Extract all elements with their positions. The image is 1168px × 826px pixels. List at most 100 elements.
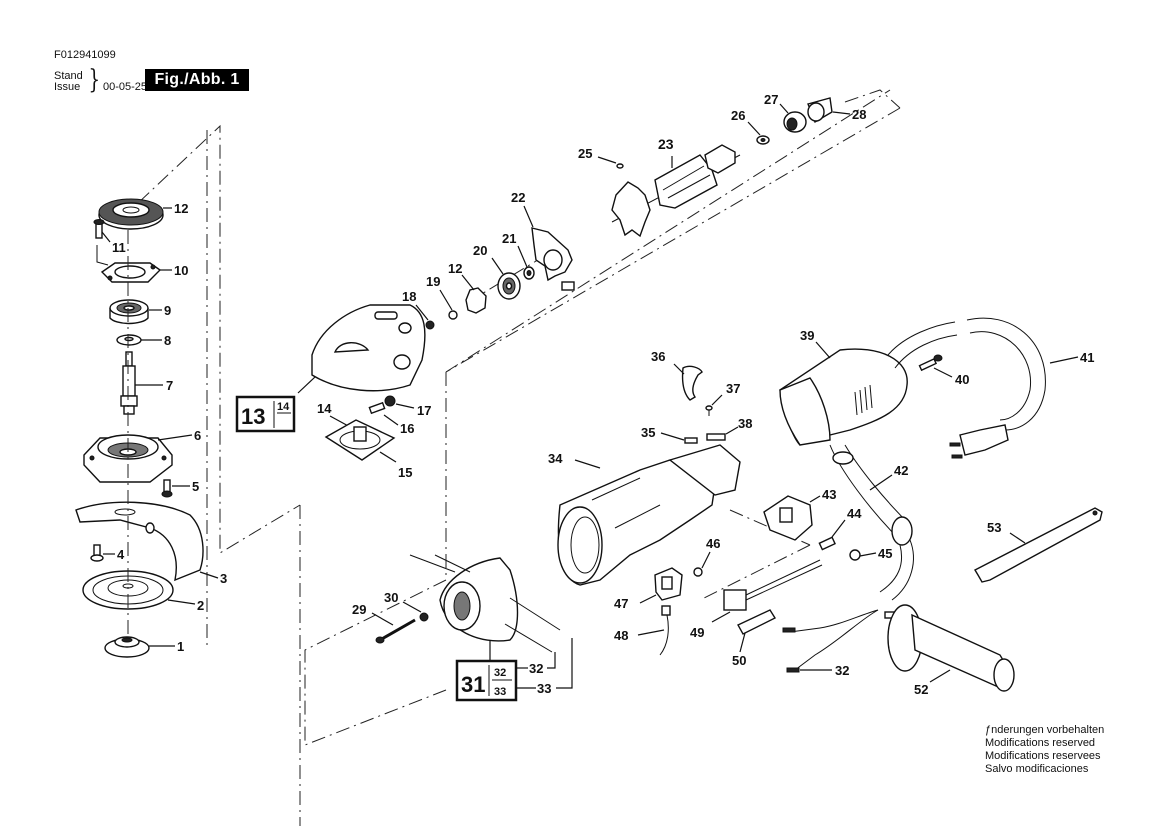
part-label-26: 26 — [731, 108, 745, 123]
part-label-53: 53 — [987, 520, 1001, 535]
assembly-frame-lines — [119, 89, 901, 826]
assembly-label-31: 31 — [461, 672, 485, 697]
part-35-spring-clip — [660, 432, 698, 444]
part-32-cable-leads — [782, 609, 879, 673]
part-44-terminal — [818, 519, 846, 551]
part-label-15: 15 — [398, 465, 412, 480]
assembly-label-13: 13 — [241, 404, 265, 429]
part-label-45: 45 — [878, 546, 892, 561]
part-49-switch-rod — [711, 559, 823, 623]
part-label-16: 16 — [400, 421, 414, 436]
part-label-33: 33 — [537, 681, 551, 696]
assembly-sublabel-14: 14 — [277, 401, 290, 413]
part-label-17: 17 — [417, 403, 431, 418]
part-27-bearing — [779, 103, 807, 133]
part-21-washer — [517, 245, 535, 280]
assembly-sublabel-33: 33 — [494, 686, 506, 698]
part-29-screw — [371, 612, 416, 644]
part-label-28: 28 — [852, 107, 866, 122]
part-8-washer — [116, 334, 162, 346]
part-39-rear-handle — [779, 341, 908, 446]
part-11-screw — [93, 219, 111, 266]
part-46-spring — [693, 551, 711, 577]
part-label-25: 25 — [578, 146, 592, 161]
part-label-50: 50 — [732, 653, 746, 668]
part-label-21: 21 — [502, 231, 516, 246]
part-45-nut — [849, 549, 877, 561]
part-18-ring — [415, 304, 435, 330]
part-9-bearing — [109, 299, 162, 325]
part-label-44: 44 — [847, 506, 862, 521]
part-label-46: 46 — [706, 536, 720, 551]
part-label-22: 22 — [511, 190, 525, 205]
part-12-ring-gear — [98, 198, 172, 230]
part-label-20: 20 — [473, 243, 487, 258]
part-label-14: 14 — [317, 401, 332, 416]
part-label-30: 30 — [384, 590, 398, 605]
part-label-11: 11 — [112, 240, 126, 255]
part-label-12: 12 — [174, 201, 188, 216]
part-label-12-pinion: 12 — [448, 261, 462, 276]
part-22-bearing-holder — [523, 205, 575, 291]
part-label-38: 38 — [738, 416, 752, 431]
part-label-34: 34 — [548, 451, 563, 466]
part-19-nut — [439, 289, 458, 320]
part-label-1: 1 — [177, 639, 184, 654]
part-12-pinion — [461, 274, 487, 314]
part-37-screw — [705, 394, 723, 416]
part-label-23: 23 — [658, 136, 674, 152]
part-label-39: 39 — [800, 328, 814, 343]
notice-line-de: ƒnderungen vorbehalten — [985, 724, 1105, 736]
part-label-37: 37 — [726, 381, 740, 396]
part-label-32-field: 32 — [529, 661, 543, 676]
part-25-key — [597, 156, 624, 169]
part-42-cord-sleeve — [829, 444, 914, 601]
part-label-29: 29 — [352, 602, 366, 617]
part-label-52: 52 — [914, 682, 928, 697]
notice-line-es: Salvo modificaciones — [985, 763, 1089, 775]
figure-label: Fig./Abb. 1 — [145, 69, 249, 91]
part-label-48: 48 — [614, 628, 628, 643]
part-label-3: 3 — [220, 571, 227, 586]
part-label-36: 36 — [651, 349, 665, 364]
part-26-washer — [747, 121, 770, 145]
part-4-screw — [90, 544, 115, 562]
part-label-18: 18 — [402, 289, 416, 304]
part-13-gear-housing — [297, 304, 426, 394]
part-34-motor-housing — [557, 444, 741, 586]
part-52-auxiliary-handle — [884, 604, 1015, 692]
issue-date: 00-05-25 — [103, 81, 148, 93]
part-label-35: 35 — [641, 425, 655, 440]
part-38-terminal — [706, 426, 739, 441]
part-label-2: 2 — [197, 598, 204, 613]
part-10-flange — [100, 262, 172, 283]
part-36-cable-clamp — [673, 363, 703, 401]
part-label-32-cable: 32 — [835, 663, 849, 678]
part-label-49: 49 — [690, 625, 704, 640]
stand-label: Stand — [54, 70, 83, 82]
part-30-washer — [402, 601, 429, 622]
part-53-spanner — [974, 507, 1103, 583]
document-number: F012941099 — [54, 49, 116, 61]
issue-label: Issue — [54, 81, 81, 93]
part-20-bearing — [491, 257, 521, 300]
assembly-sublabel-32: 32 — [494, 667, 506, 679]
part-28-bearing-cap — [807, 97, 851, 124]
part-3-guard — [75, 501, 219, 582]
part-16-screw — [368, 401, 399, 426]
part-label-4: 4 — [117, 547, 125, 562]
part-47-switch-slider — [639, 567, 683, 604]
assembly-box-31-32-33 — [455, 638, 573, 702]
part-label-43: 43 — [822, 487, 836, 502]
part-label-7: 7 — [166, 378, 173, 393]
notice-line-en: Modifications reserved — [985, 737, 1096, 749]
part-43-switch — [763, 495, 821, 541]
part-15-bearing-plate — [324, 419, 397, 463]
part-label-19: 19 — [426, 274, 440, 289]
part-label-40: 40 — [955, 372, 969, 387]
part-label-6: 6 — [194, 428, 201, 443]
part-label-41: 41 — [1080, 350, 1094, 365]
part-label-5: 5 — [192, 479, 199, 494]
part-31-field — [409, 554, 561, 660]
